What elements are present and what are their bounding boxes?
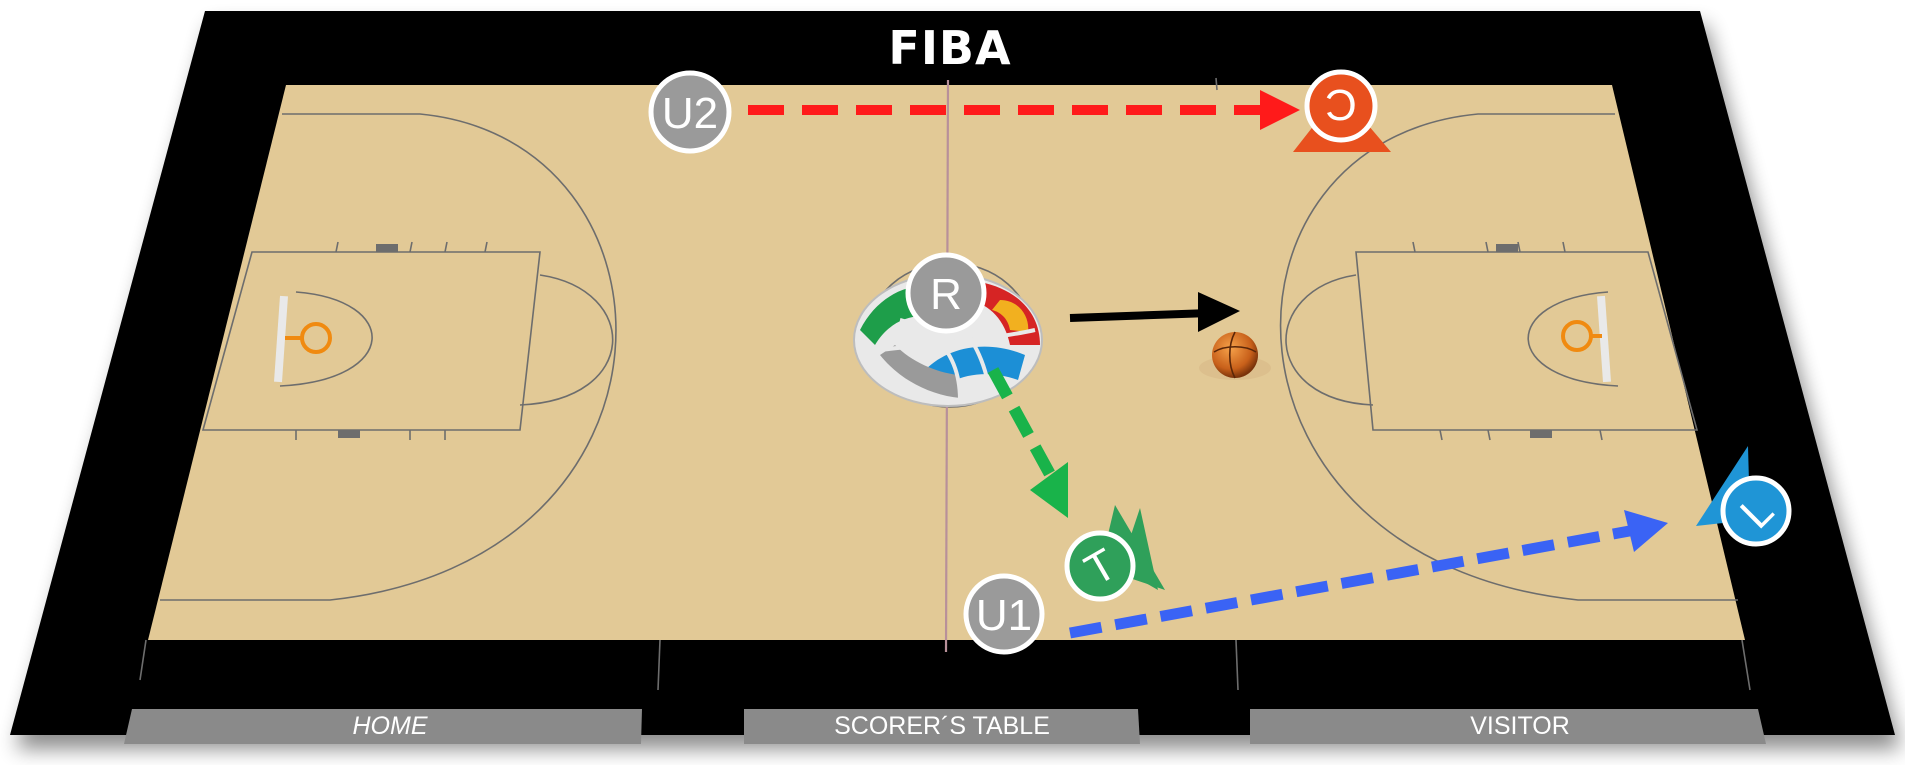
referee-u1[interactable]: U1 [963, 573, 1045, 655]
arrow-u1-to-l [1069, 524, 1636, 639]
arrow-r-to-ball [1069, 309, 1211, 322]
referee-r[interactable]: R [905, 252, 987, 334]
home-bar: HOME [124, 709, 642, 744]
page-title: FIBA [888, 21, 1011, 75]
home-label: HOME [353, 712, 428, 740]
visitor-bar: VISITOR [1250, 709, 1766, 744]
scorers-table-label: SCORER´S TABLE [834, 712, 1050, 740]
scorers-table-bar: SCORER´S TABLE [744, 709, 1140, 744]
referee-u2[interactable]: U2 [648, 70, 732, 154]
player-l[interactable]: L [1696, 446, 1792, 547]
player-c-label: C [1325, 80, 1357, 129]
player-c[interactable]: C [1293, 69, 1391, 152]
arrow-head-red [1260, 90, 1300, 130]
arrow-head-black [1198, 292, 1240, 332]
referee-r-label: R [930, 270, 962, 319]
arrow-head-blue [1624, 510, 1668, 552]
visitor-label: VISITOR [1470, 712, 1570, 740]
right-basket [1561, 295, 1611, 383]
sideline-ticks [139, 77, 1751, 691]
arrow-head-green [1030, 462, 1068, 518]
player-t[interactable]: T [1064, 505, 1165, 602]
referee-u2-label: U2 [662, 89, 718, 138]
referee-u1-label: U1 [976, 591, 1032, 640]
arrow-r-to-t [987, 367, 1058, 481]
basketball-icon [1199, 331, 1271, 380]
left-basket [274, 295, 332, 383]
lane-blocks [338, 244, 1552, 438]
